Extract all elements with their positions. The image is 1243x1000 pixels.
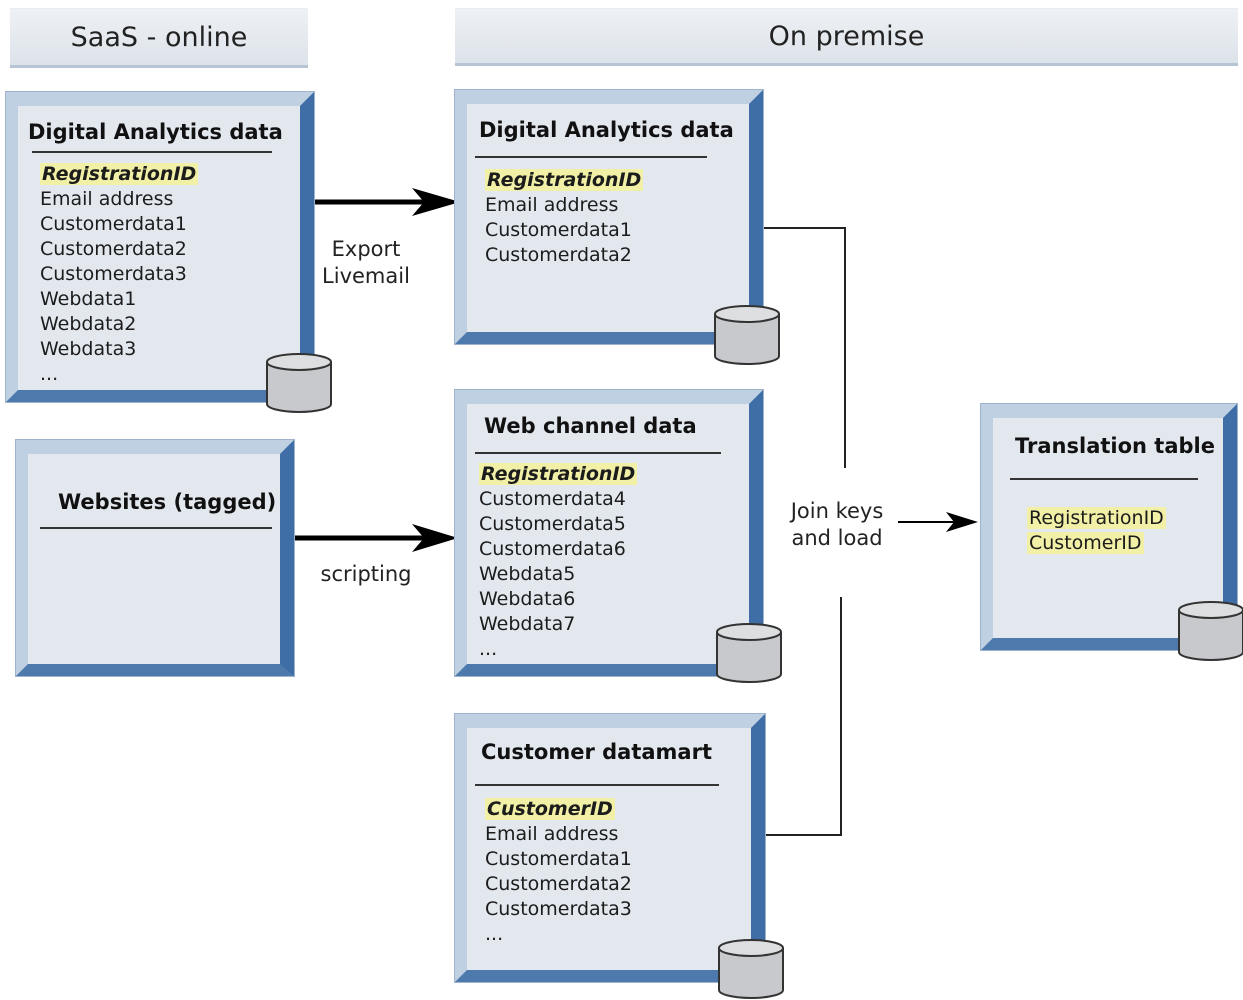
field-item: Email address bbox=[485, 194, 619, 216]
onprem-header-label: On premise bbox=[768, 20, 925, 52]
field-item: Webdata2 bbox=[40, 313, 137, 335]
database-icon bbox=[714, 305, 780, 365]
field-item: Customerdata6 bbox=[479, 538, 626, 560]
field-item: Email address bbox=[40, 188, 174, 210]
database-icon bbox=[718, 939, 784, 999]
join-label: Join keys and load bbox=[778, 498, 896, 552]
panel-title: Web channel data bbox=[484, 414, 697, 438]
field-item: Customerdata2 bbox=[485, 244, 632, 266]
field-item: Customerdata2 bbox=[40, 238, 187, 260]
field-item: ... bbox=[479, 638, 498, 660]
export-label-line-2: Livemail bbox=[322, 264, 410, 288]
field-list: RegistrationID CustomerID bbox=[1027, 506, 1166, 556]
join-line-top bbox=[763, 227, 846, 468]
field-item: ... bbox=[40, 363, 59, 385]
field-item: Customerdata1 bbox=[485, 219, 632, 241]
field-list: RegistrationID Customerdata4 Customerdat… bbox=[479, 462, 638, 662]
field-list: RegistrationID Email address Customerdat… bbox=[40, 162, 199, 387]
join-line-bottom bbox=[765, 597, 842, 836]
field-item: Webdata7 bbox=[479, 613, 576, 635]
export-label-line-1: Export bbox=[331, 237, 401, 261]
field-item: Customerdata5 bbox=[479, 513, 626, 535]
field-item: Customerdata1 bbox=[40, 213, 187, 235]
field-item: Webdata3 bbox=[40, 338, 137, 360]
panel-title: Digital Analytics data bbox=[28, 120, 283, 144]
saas-header: SaaS - online bbox=[10, 8, 308, 68]
field-item: Webdata5 bbox=[479, 563, 576, 585]
scripting-arrowhead bbox=[412, 524, 458, 552]
field-key-registrationid: RegistrationID bbox=[1027, 507, 1166, 529]
field-item: Customerdata3 bbox=[485, 898, 632, 920]
export-label: Export Livemail bbox=[316, 236, 416, 290]
join-label-line-2: and load bbox=[791, 526, 883, 550]
panel-digital-analytics-onprem: Digital Analytics data RegistrationID Em… bbox=[455, 90, 763, 344]
field-item: Customerdata3 bbox=[40, 263, 187, 285]
field-item: Customerdata1 bbox=[485, 848, 632, 870]
panel-rule bbox=[32, 151, 272, 153]
scripting-label: scripting bbox=[312, 561, 420, 588]
field-key-registrationid: RegistrationID bbox=[479, 463, 638, 485]
field-key-customerid: CustomerID bbox=[485, 798, 615, 820]
panel-rule bbox=[475, 784, 719, 786]
panel-websites-tagged: Websites (tagged) bbox=[16, 440, 294, 676]
panel-digital-analytics-online: Digital Analytics data RegistrationID Em… bbox=[6, 92, 314, 402]
export-arrowhead bbox=[412, 188, 460, 216]
panel-title: Customer datamart bbox=[481, 740, 712, 764]
scripting-label-text: scripting bbox=[320, 562, 412, 586]
panel-title: Translation table bbox=[1015, 434, 1215, 458]
field-item: ... bbox=[485, 923, 504, 945]
panel-title: Digital Analytics data bbox=[479, 118, 734, 142]
panel-customer-datamart: Customer datamart CustomerID Email addre… bbox=[455, 714, 765, 982]
field-item: Webdata1 bbox=[40, 288, 137, 310]
field-item: Customerdata4 bbox=[479, 488, 626, 510]
join-arrowhead bbox=[946, 512, 978, 532]
panel-rule bbox=[1010, 478, 1198, 480]
panel-title: Websites (tagged) bbox=[58, 490, 277, 514]
field-list: RegistrationID Email address Customerdat… bbox=[485, 168, 644, 268]
panel-rule bbox=[475, 156, 707, 158]
database-icon bbox=[1178, 601, 1243, 661]
field-item: Email address bbox=[485, 823, 619, 845]
join-label-line-1: Join keys bbox=[790, 499, 884, 523]
panel-web-channel-data: Web channel data RegistrationID Customer… bbox=[455, 390, 763, 676]
field-key-registrationid: RegistrationID bbox=[485, 169, 644, 191]
database-icon bbox=[716, 623, 782, 683]
field-item: Customerdata2 bbox=[485, 873, 632, 895]
database-icon bbox=[266, 353, 332, 413]
field-key-registrationid: RegistrationID bbox=[40, 163, 199, 185]
field-item: Webdata6 bbox=[479, 588, 576, 610]
panel-rule bbox=[475, 452, 721, 454]
field-list: CustomerID Email address Customerdata1 C… bbox=[485, 797, 632, 947]
field-key-customerid: CustomerID bbox=[1027, 532, 1144, 554]
saas-header-label: SaaS - online bbox=[70, 21, 248, 53]
onprem-header: On premise bbox=[455, 8, 1238, 66]
panel-translation-table: Translation table RegistrationID Custome… bbox=[981, 404, 1237, 650]
panel-rule bbox=[40, 527, 272, 529]
